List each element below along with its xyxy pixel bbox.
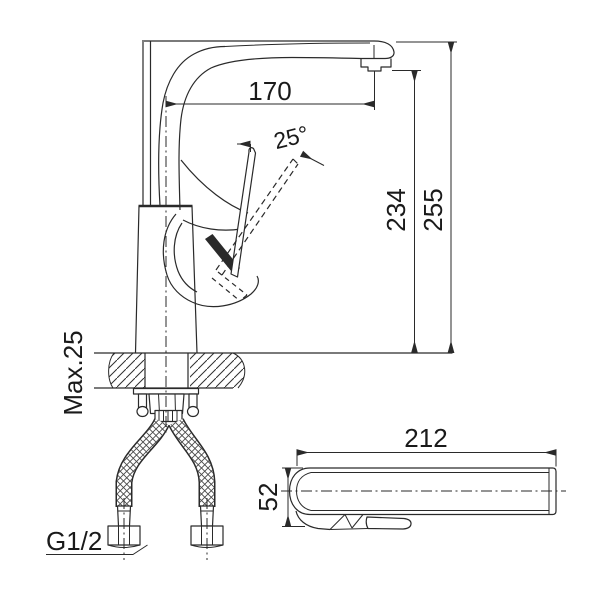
countertop-section — [94, 352, 453, 389]
dimension-top-width: 52 — [253, 467, 305, 527]
side-view: 170 25° 234 255 Max.25 G1/2 — [46, 40, 457, 560]
thread-size-callout: G1/2 — [46, 526, 148, 556]
spout-reach-label: 170 — [248, 76, 291, 106]
handle-lever-blade — [230, 147, 257, 278]
supply-hoses — [107, 417, 224, 548]
spout-outline — [142, 40, 395, 211]
outlet-height-label: 234 — [381, 188, 411, 231]
handle-angle-label: 25° — [271, 120, 311, 154]
top-view-handle — [295, 510, 412, 531]
aerator — [360, 58, 392, 72]
dimension-outlet-height: 234 — [381, 70, 421, 353]
hose-connector-left — [107, 505, 141, 548]
top-view: 212 52 — [253, 423, 566, 531]
centerlines — [123, 96, 208, 560]
top-width-label: 52 — [253, 483, 283, 512]
top-length-label: 212 — [404, 423, 447, 453]
deck-thickness-label: Max.25 — [58, 330, 88, 415]
dimension-total-height: 255 — [396, 41, 457, 353]
handle — [162, 147, 299, 308]
thread-size-label: G1/2 — [46, 526, 102, 556]
handle-wedge — [205, 234, 240, 274]
total-height-label: 255 — [418, 188, 448, 231]
dimension-top-length: 212 — [296, 423, 557, 467]
dimension-spout-reach: 170 — [165, 71, 375, 110]
